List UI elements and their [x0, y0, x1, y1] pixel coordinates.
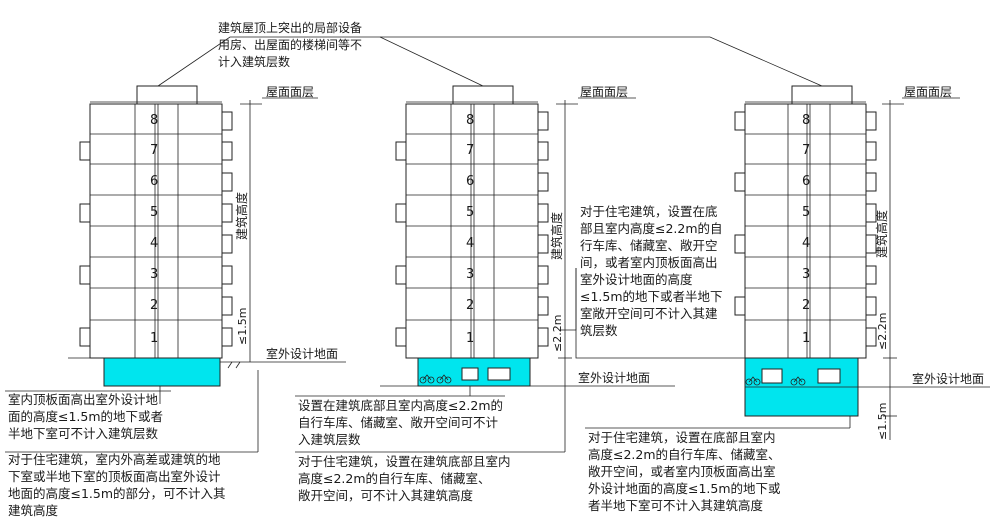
- b2-bicycle-icon-1: [419, 374, 435, 384]
- b1-floor-1: 1: [150, 331, 158, 346]
- b1-roof-stair: [136, 85, 198, 105]
- b1-note-a-3: 半地下室可不计入建筑层数: [8, 426, 159, 441]
- b1-floor-2: 2: [150, 298, 158, 313]
- b3-note-b-3: 敞开空间，或者室内顶板面高出室: [588, 464, 776, 479]
- b3-dim-label-bottom: ≤1.5m: [876, 403, 889, 440]
- top-note-line-1: 建筑屋顶上突出的局部设备: [218, 20, 362, 35]
- b3-bicycle-icon-1: [745, 376, 761, 386]
- b2-note-a-1: 设置在建筑底部且室内高度≤2.2m的: [298, 398, 503, 413]
- b3-floor-8: 8: [802, 113, 810, 128]
- b2-floor-5: 5: [466, 205, 474, 220]
- b3-floor-numbers: 8 7 6 5 4 3 2 1: [802, 113, 810, 346]
- b3-roof-stair: [791, 85, 853, 105]
- b2-note-a-3: 入建筑层数: [298, 432, 361, 447]
- b2-floor-numbers: 8 7 6 5 4 3 2 1: [466, 113, 474, 346]
- b1-floor-6: 6: [150, 174, 158, 189]
- b3-side-note-leader: [575, 268, 745, 359]
- b2-floor-8: 8: [466, 113, 474, 128]
- b3-dim-label-top: ≤2.2m: [876, 313, 889, 350]
- b3-floor-1: 1: [802, 331, 810, 346]
- b3-note-a-2: 部且室内高度≤2.2m的自: [580, 221, 723, 236]
- b2-height-label: 建筑高度: [549, 212, 564, 260]
- b3-storage-door-2: [817, 368, 841, 384]
- b2-note-a-2: 自行车库、储藏室、敞开空间可不计: [298, 415, 498, 430]
- b2-roof-label: 屋面面层: [580, 85, 628, 99]
- b3-note-a-8: 筑层数: [580, 323, 618, 338]
- b1-notes: 室内顶板面高出室外设计地 面的高度≤1.5m的地下或者 半地下室可不计入建筑层数…: [8, 392, 226, 518]
- b3-note-b-1: 对于住宅建筑，设置在底部且室内: [588, 430, 776, 445]
- b3-side-note: 对于住宅建筑，设置在底 部且室内高度≤2.2m的自 行车库、储藏室、敞开空 间，…: [575, 204, 745, 359]
- b2-storage-door-1: [461, 367, 479, 381]
- b1-roof-label: 屋面面层: [266, 85, 314, 99]
- top-note: 建筑屋顶上突出的局部设备 用房、出屋面的楼梯间等不 计入建筑层数: [157, 20, 823, 87]
- b3-floor-4: 4: [802, 236, 810, 251]
- b1-height-label: 建筑高度: [234, 192, 249, 240]
- b1-floor-7: 7: [150, 143, 158, 158]
- b3-bicycle-icon-2: [790, 376, 806, 386]
- b1-floor-3: 3: [150, 267, 158, 282]
- b1-floor-5: 5: [150, 205, 158, 220]
- b2-note-b-3: 敞开空间，可不计入其建筑高度: [298, 488, 474, 503]
- b2-floor-3: 3: [466, 267, 474, 282]
- b2-floor-6: 6: [466, 174, 474, 189]
- b1-body: [89, 103, 223, 359]
- b3-height-label: 建筑高度: [874, 210, 889, 258]
- b3-floor-2: 2: [802, 298, 810, 313]
- b3-floor-3: 3: [802, 267, 810, 282]
- b2-floor-2: 2: [466, 298, 474, 313]
- b3-notes: 对于住宅建筑，设置在底部且室内 高度≤2.2m的自行车库、储藏室、 敞开空间，或…: [588, 430, 781, 513]
- b3-floor-6: 6: [802, 174, 810, 189]
- b3-note-a-5: 室外设计地面的高度: [580, 272, 693, 287]
- b2-storage-door-2: [487, 367, 511, 381]
- b3-note-a-3: 行车库、储藏室、敞开空: [580, 238, 718, 253]
- b1-basement: [103, 357, 221, 387]
- b3-note-b-2: 高度≤2.2m的自行车库、储藏室、: [588, 447, 781, 462]
- b2-body: [405, 103, 539, 359]
- b2-notes: 设置在建筑底部且室内高度≤2.2m的 自行车库、储藏室、敞开空间可不计 入建筑层…: [298, 398, 511, 503]
- b1-dim-label: ≤1.5m: [236, 308, 249, 345]
- b3-note-b-4: 外设计地面的高度≤1.5m的地下或: [588, 481, 781, 496]
- b3-body: [744, 103, 867, 359]
- b3-floor-5: 5: [802, 205, 810, 220]
- b1-ground-label: 室外设计地面: [266, 346, 338, 361]
- building-3: 8 7 6 5 4 3 2 1 屋面面层 建筑高度 ≤2: [585, 85, 990, 440]
- b1-note-b-2: 下室或半地下室的顶板面高出室外设计: [8, 469, 221, 484]
- b1-note-b-4: 建筑高度: [8, 503, 59, 518]
- b1-floor-4: 4: [150, 236, 158, 251]
- top-note-line-3: 计入建筑层数: [218, 54, 290, 69]
- b2-floor-1: 1: [466, 331, 474, 346]
- leader-line-roof: [157, 36, 823, 87]
- b3-roof-label: 屋面面层: [904, 85, 952, 99]
- b3-note-a-1: 对于住宅建筑，设置在底: [580, 204, 718, 219]
- b3-note-a-6: ≤1.5m的地下或者半地下: [580, 289, 723, 304]
- b1-note-a-1: 室内顶板面高出室外设计地: [8, 392, 159, 407]
- leader-line-mid: [379, 36, 484, 87]
- b2-note-b-2: 高度≤2.2m的自行车库、储藏室、: [298, 471, 491, 486]
- b2-ground-label: 室外设计地面: [578, 370, 650, 385]
- top-note-line-2: 用房、出屋面的楼梯间等不: [218, 37, 362, 52]
- b2-floor-4: 4: [466, 236, 474, 251]
- b2-bicycle-icon-2: [436, 374, 452, 384]
- b2-roof-stair: [452, 85, 514, 105]
- b3-note-b-5: 者半地下室可不计入其建筑高度: [588, 498, 764, 513]
- building-2: 8 7 6 5 4 3 2 1 屋面面层 建筑高度 ≤2: [295, 85, 675, 453]
- building-1: 8 7 6 5 4 3 2 1 屋面面层 建筑高度 ≤1.5m 室外设计地面: [5, 85, 346, 453]
- b1-floor-8: 8: [150, 113, 158, 128]
- b1-floor-numbers: 8 7 6 5 4 3 2 1: [150, 113, 158, 346]
- b3-storage-door-1: [761, 368, 783, 384]
- b1-note-b-3: 地面的高度≤1.5m的部分，可不计入其: [8, 486, 226, 501]
- b3-floor-7: 7: [802, 143, 810, 158]
- b2-dim-label: ≤2.2m: [551, 315, 564, 352]
- b3-ground-label: 室外设计地面: [912, 371, 984, 386]
- b2-floor-7: 7: [466, 143, 474, 158]
- b2-note-b-1: 对于住宅建筑，设置在建筑底部且室内: [298, 454, 511, 469]
- b3-note-a-7: 室敞开空间可不计入其建: [580, 306, 718, 321]
- b1-note-a-2: 面的高度≤1.5m的地下或者: [8, 409, 163, 424]
- b3-note-a-4: 间，或者室内顶板面高出: [580, 255, 718, 270]
- b1-note-b-1: 对于住宅建筑，室内外高差或建筑的地: [8, 452, 221, 467]
